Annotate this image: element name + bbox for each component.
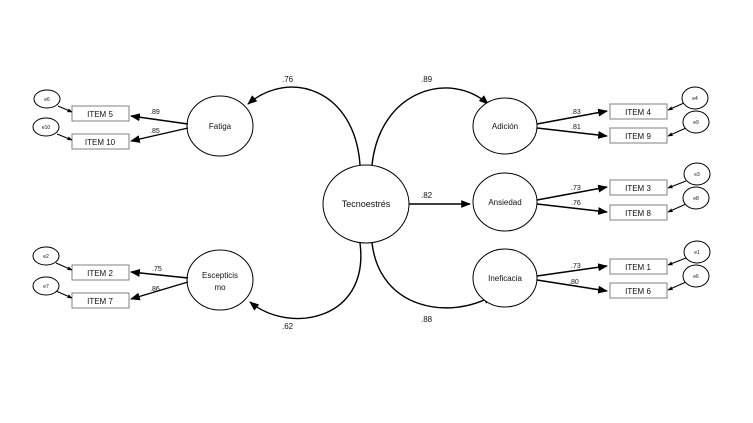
indicator-item4-label: ITEM 4 xyxy=(625,108,651,117)
error-arrow-item7 xyxy=(55,290,73,299)
error-arrow-item8 xyxy=(667,203,687,213)
error-item1 xyxy=(683,240,711,264)
factor-fatiga xyxy=(186,95,254,157)
indicator-item7-label: ITEM 7 xyxy=(87,297,113,306)
error-arrow-item2 xyxy=(55,262,73,271)
error-item4 xyxy=(681,86,709,110)
loading-item3 xyxy=(536,184,608,201)
error-item4-label: e4 xyxy=(692,96,698,102)
factor-ansiedad-label: Ansiedad xyxy=(488,198,521,207)
loading-item9 xyxy=(536,127,608,139)
indicator-item5-label: ITEM 5 xyxy=(87,110,113,119)
indicator-item9 xyxy=(609,127,668,144)
factor-escepticismo-label-2: mo xyxy=(214,283,226,292)
error-item6-label: e6 xyxy=(693,274,699,280)
error-item8-label: e8 xyxy=(693,196,699,202)
loading-item7 xyxy=(130,281,189,301)
factor-fatiga-label: Fatiga xyxy=(209,122,232,131)
loading-item7-value: .86 xyxy=(150,286,160,293)
loading-item8 xyxy=(536,203,608,215)
error-item8 xyxy=(682,186,710,210)
loading-item5-value: .89 xyxy=(150,109,160,116)
loading-item4-value: .83 xyxy=(571,109,581,116)
factor-ineficacia xyxy=(472,248,538,308)
path-to-escepticismo xyxy=(249,242,362,320)
error-arrow-item10 xyxy=(56,133,73,141)
factor-ineficacia-label: Ineficacia xyxy=(488,274,522,283)
loading-item6-value: .80 xyxy=(569,279,579,286)
indicator-item4 xyxy=(609,103,668,120)
coef-ansiedad: .82 xyxy=(421,191,433,200)
error-item1-label: e1 xyxy=(694,250,700,256)
path-to-fatiga xyxy=(247,86,361,166)
indicator-item6-label: ITEM 6 xyxy=(625,287,651,296)
central-latent-label: Tecnoestrés xyxy=(342,199,391,209)
error-item9 xyxy=(682,110,710,134)
loading-item8-value: .76 xyxy=(571,200,581,207)
error-item5-label: e6 xyxy=(44,97,50,103)
indicator-item10-label: ITEM 10 xyxy=(85,138,116,147)
error-item2 xyxy=(32,246,60,266)
error-item5 xyxy=(33,89,61,109)
indicator-item6 xyxy=(609,282,668,299)
error-item2-label: e2 xyxy=(43,254,49,260)
loading-item10 xyxy=(130,127,189,143)
indicator-item2-label: ITEM 2 xyxy=(87,269,113,278)
central-latent xyxy=(322,164,410,244)
coef-ineficacia: .88 xyxy=(421,315,433,324)
indicator-item1 xyxy=(609,258,668,275)
indicator-item3 xyxy=(609,179,668,196)
error-item3-label: e3 xyxy=(694,172,700,178)
indicator-item1-label: ITEM 1 xyxy=(625,263,651,272)
indicator-item3-label: ITEM 3 xyxy=(625,184,651,193)
loading-item6 xyxy=(536,279,608,294)
indicator-item5 xyxy=(71,105,130,122)
factor-escepticismo-label-1: Escepticis xyxy=(202,271,238,280)
loading-item3-value: .73 xyxy=(571,185,581,192)
error-item9-label: e9 xyxy=(693,120,699,126)
error-item6 xyxy=(682,264,710,288)
indicator-item2 xyxy=(71,264,130,281)
factor-ansiedad xyxy=(472,172,538,232)
loading-item1 xyxy=(536,263,608,277)
indicator-item10 xyxy=(71,133,130,150)
factor-adicion-label: Adición xyxy=(492,122,518,131)
factor-adicion xyxy=(472,97,538,155)
error-arrow-item4 xyxy=(667,102,685,111)
coef-adicion: .89 xyxy=(421,75,433,84)
loading-item9-value: .81 xyxy=(571,124,581,131)
loading-item1-value: .73 xyxy=(571,263,581,270)
loading-item5 xyxy=(130,113,189,125)
error-arrow-item1 xyxy=(667,257,687,266)
error-arrow-item9 xyxy=(667,127,687,137)
error-item10-label: e10 xyxy=(42,125,51,131)
coef-fatiga: .76 xyxy=(282,75,294,84)
loading-item2 xyxy=(130,269,189,279)
indicator-item8-label: ITEM 8 xyxy=(625,209,651,218)
error-item7-label: e7 xyxy=(43,284,49,290)
path-to-adicion xyxy=(371,87,489,166)
loading-item4 xyxy=(536,108,608,125)
error-item10 xyxy=(32,117,60,137)
coef-escepticismo: .62 xyxy=(282,322,294,331)
error-arrow-item6 xyxy=(667,281,687,291)
error-item3 xyxy=(683,162,711,186)
loading-item10-value: .85 xyxy=(150,128,160,135)
error-item7 xyxy=(32,276,60,296)
indicator-item9-label: ITEM 9 xyxy=(625,132,651,141)
error-arrow-item5 xyxy=(57,105,73,113)
indicator-item7 xyxy=(71,292,130,309)
loading-item2-value: .75 xyxy=(152,266,162,273)
error-arrow-item3 xyxy=(667,180,687,189)
path-to-ineficacia xyxy=(371,242,493,309)
factor-escepticismo xyxy=(186,249,254,311)
indicator-item8 xyxy=(609,204,668,221)
